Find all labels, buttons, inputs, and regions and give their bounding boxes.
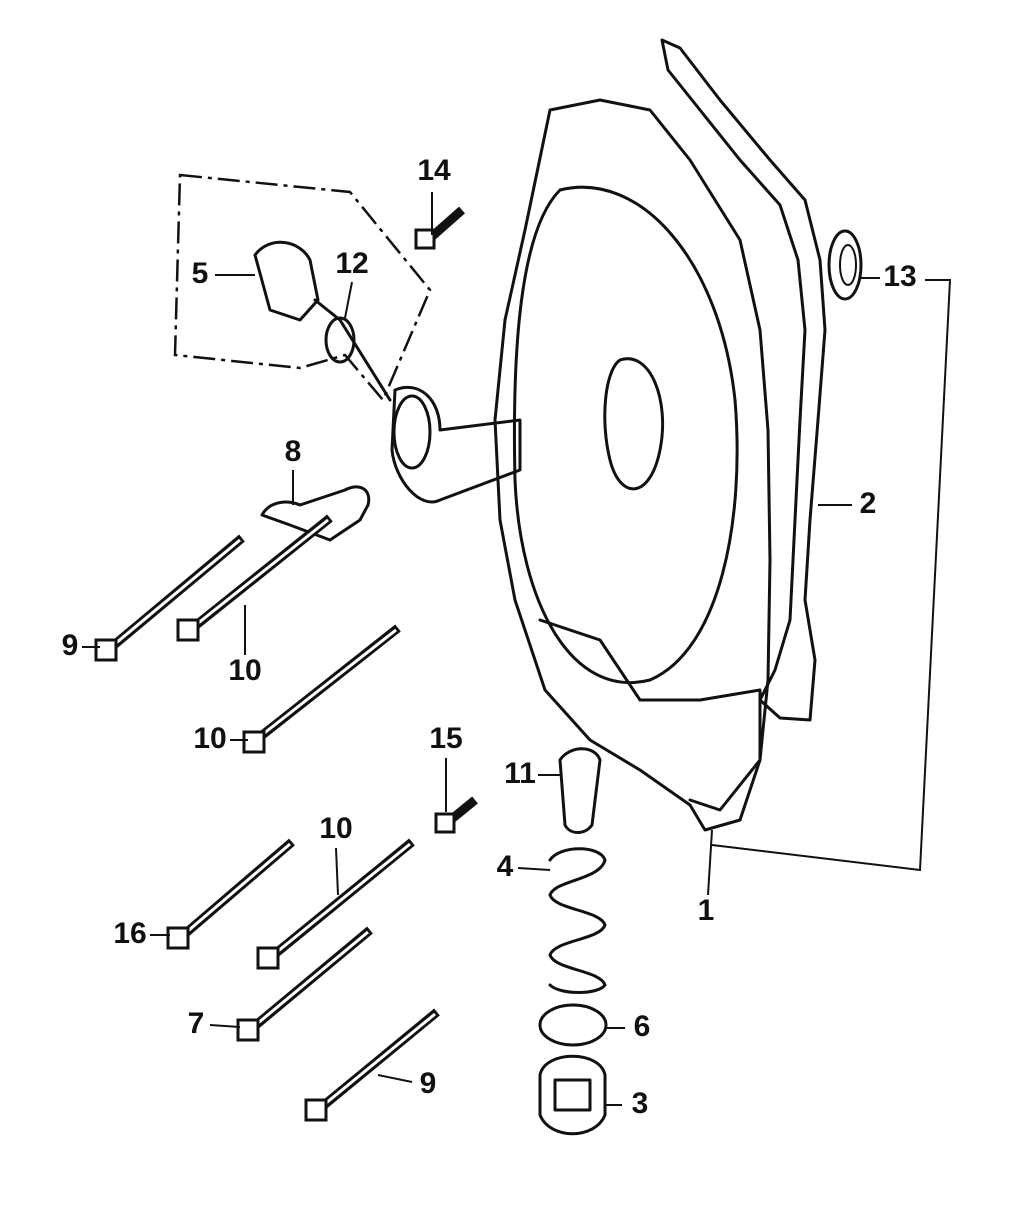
label-4: 4	[497, 850, 514, 883]
o-ring	[324, 316, 356, 364]
leader-lines	[82, 192, 880, 1106]
label-10-upper: 10	[228, 654, 261, 687]
crankcase-cover	[493, 98, 772, 832]
bolt-10-upper	[176, 514, 333, 642]
bolt-9-lower	[304, 1008, 440, 1122]
cover-bottom	[538, 618, 762, 812]
drain-plug	[538, 1054, 607, 1136]
o-ring-drain	[538, 1003, 608, 1047]
bracket-line	[707, 279, 952, 896]
label-8: 8	[285, 435, 302, 468]
label-2: 2	[860, 487, 877, 520]
label-9-upper: 9	[62, 629, 79, 662]
label-3: 3	[632, 1087, 649, 1120]
oil-seal	[827, 229, 863, 301]
oil-strainer	[558, 747, 602, 834]
label-1: 1	[698, 894, 715, 927]
clamp	[260, 485, 371, 542]
oil-dipstick	[253, 240, 392, 402]
label-5: 5	[192, 257, 209, 290]
gasket	[660, 38, 827, 722]
label-11: 11	[504, 757, 536, 790]
filler-neck	[390, 385, 522, 504]
label-6: 6	[634, 1010, 651, 1043]
label-10-lower: 10	[319, 812, 352, 845]
label-10-middle: 10	[193, 722, 226, 755]
filler-opening	[392, 394, 432, 470]
bolt-10-lower	[256, 838, 415, 970]
label-7: 7	[188, 1007, 205, 1040]
group-outline	[173, 173, 432, 403]
label-16: 16	[113, 917, 146, 950]
label-9-lower: 9	[420, 1067, 437, 1100]
bolt-15	[434, 796, 478, 834]
label-14: 14	[417, 154, 451, 187]
label-15: 15	[429, 722, 462, 755]
bolt-7	[236, 926, 373, 1042]
oil-seal-inner	[839, 244, 857, 286]
bolt-9-upper	[94, 534, 245, 662]
spring	[548, 847, 607, 994]
bolt-10-middle	[242, 624, 401, 754]
bolt-16	[166, 838, 295, 950]
cover-inner	[512, 185, 739, 684]
label-12: 12	[335, 247, 368, 280]
label-13: 13	[883, 260, 916, 293]
bolt-14-head	[414, 228, 436, 250]
cover-boss	[603, 357, 665, 491]
